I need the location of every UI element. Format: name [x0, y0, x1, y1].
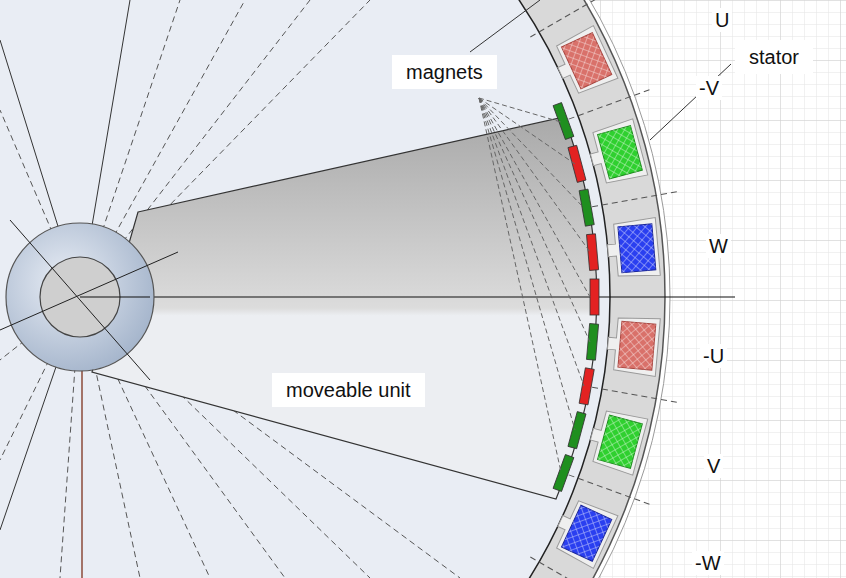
phase-label: W — [706, 234, 731, 258]
part-name: moveable unit — [272, 373, 425, 407]
phase-label: U — [712, 8, 732, 32]
phase-label: -U — [700, 344, 727, 368]
part-name: stator — [735, 40, 813, 74]
phase-label: -W — [692, 551, 724, 575]
part-name: magnets — [392, 55, 497, 89]
phase-label: V — [704, 454, 723, 478]
phase-label: -V — [696, 76, 722, 100]
